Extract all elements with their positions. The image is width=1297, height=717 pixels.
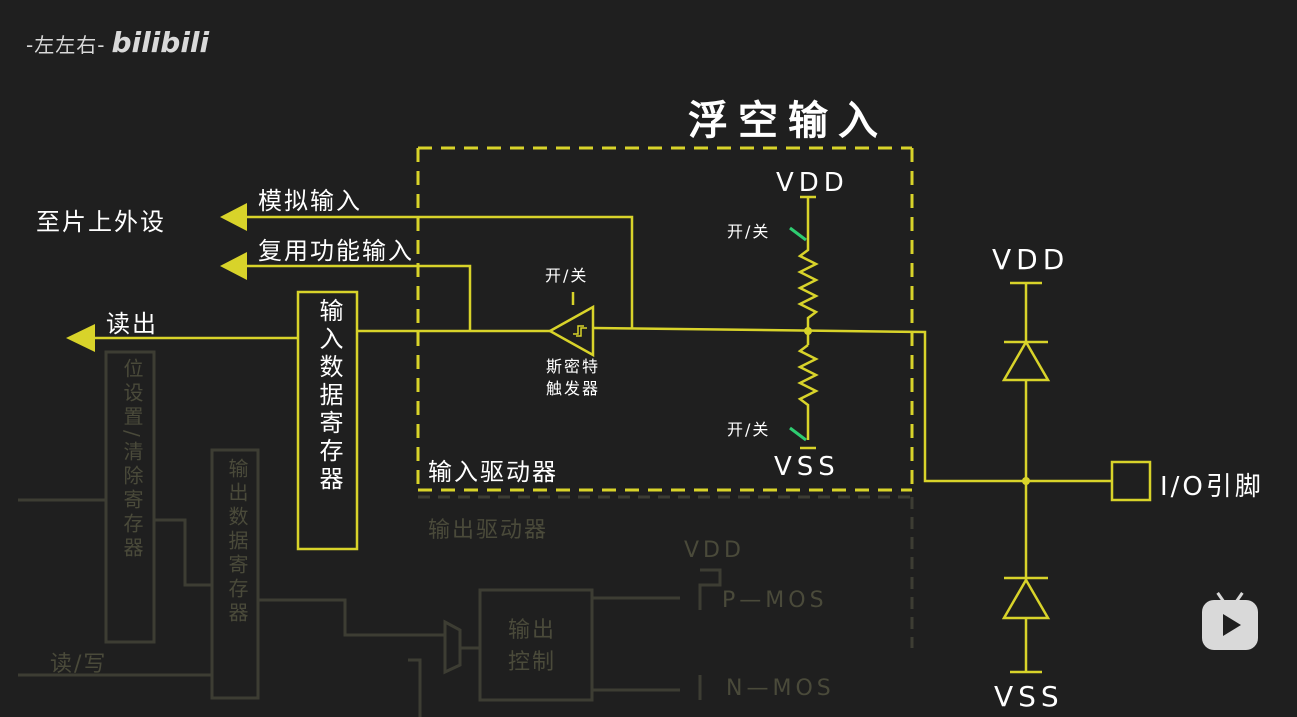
to-peripheral-label: 至片上外设 bbox=[36, 208, 166, 236]
output-vdd-label: VDD bbox=[684, 538, 745, 563]
right-vss-label: VSS bbox=[994, 680, 1064, 713]
input-data-register-box bbox=[296, 290, 359, 551]
output-data-register-label: 输出数据寄存器 bbox=[225, 458, 249, 626]
inner-vdd-label: VDD bbox=[776, 168, 849, 198]
schmitt-trigger-label: 斯密特触发器 bbox=[546, 357, 601, 398]
bit-set-clear-register-box bbox=[104, 350, 156, 644]
arrow-heads bbox=[66, 203, 247, 352]
bilibili-logo: bilibili bbox=[111, 26, 210, 59]
analog-input-label: 模拟输入 bbox=[258, 187, 362, 215]
bit-set-clear-register-label: 位设置/清除寄存器 bbox=[120, 358, 144, 561]
nmos-label: N—MOS bbox=[726, 676, 835, 701]
switch-marks bbox=[789, 226, 807, 442]
watermark: -左左右-bilibili bbox=[26, 26, 209, 59]
diagram-title: 浮空输入 bbox=[688, 97, 888, 144]
right-vdd-label: VDD bbox=[992, 243, 1070, 276]
io-pin-label: I/O引脚 bbox=[1160, 472, 1264, 502]
input-data-register-label: 输入数据寄存器 bbox=[315, 298, 343, 494]
output-section-dim bbox=[18, 350, 914, 717]
schmitt-switch-label: 开/关 bbox=[545, 266, 589, 285]
output-control-box bbox=[478, 588, 594, 702]
top-switch-label: 开/关 bbox=[727, 222, 771, 241]
bottom-switch-label: 开/关 bbox=[727, 420, 771, 439]
alt-func-input-label: 复用功能输入 bbox=[258, 237, 414, 265]
output-data-register-box bbox=[210, 448, 260, 700]
schmitt-trigger-symbol bbox=[547, 304, 595, 358]
watermark-author: -左左右- bbox=[26, 33, 106, 57]
read-out-label: 读出 bbox=[106, 310, 158, 338]
diode-symbols bbox=[1001, 339, 1051, 620]
play-icon[interactable] bbox=[1202, 592, 1258, 650]
read-write-label: 读/写 bbox=[50, 652, 108, 677]
inner-vss-label: VSS bbox=[774, 452, 840, 482]
output-control-label: 输出控制 bbox=[508, 618, 557, 675]
output-driver-label: 输出驱动器 bbox=[428, 518, 549, 543]
input-driver-label: 输入驱动器 bbox=[428, 458, 558, 486]
pmos-label: P—MOS bbox=[722, 588, 828, 613]
input-driver-box bbox=[416, 146, 914, 492]
